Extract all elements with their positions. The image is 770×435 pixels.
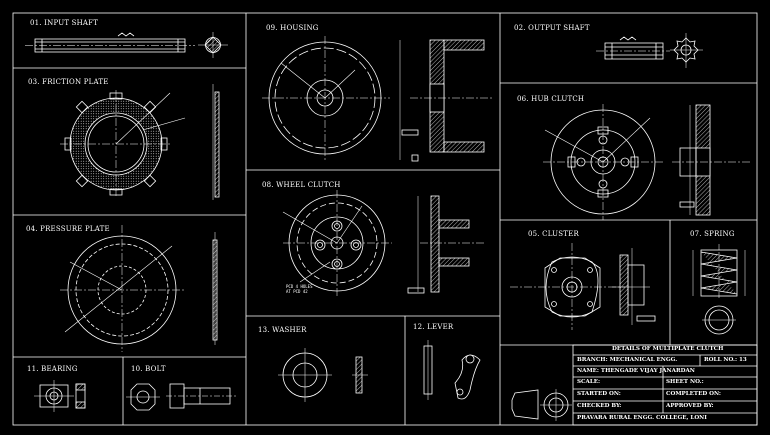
title-block-title: DETAILS OF MULTIPLATE CLUTCH bbox=[612, 346, 724, 352]
label-lever: 12. LEVER bbox=[413, 323, 454, 331]
label-output-shaft: 02. OUTPUT SHAFT bbox=[514, 24, 590, 32]
hub-clutch-drawing bbox=[543, 104, 752, 220]
label-pressure-plate: 04. PRESSURE PLATE bbox=[26, 225, 110, 233]
housing-drawing bbox=[262, 36, 492, 162]
input-shaft-drawing bbox=[25, 32, 228, 58]
friction-plate-drawing bbox=[60, 84, 220, 200]
spring-drawing bbox=[692, 244, 746, 335]
label-friction-plate: 03. FRICTION PLATE bbox=[28, 78, 109, 86]
label-cluster: 05. CLUSTER bbox=[528, 230, 579, 238]
title-block-college: PRAVARA RURAL ENGG. COLLEGE, LONI bbox=[577, 415, 707, 421]
title-block-roll: ROLL NO.: 13 bbox=[704, 357, 747, 363]
holes-note-line2: AT PCD 42 bbox=[286, 289, 308, 294]
title-block-started: STARTED ON: bbox=[577, 391, 621, 397]
label-housing: 09. HOUSING bbox=[266, 24, 319, 32]
bearing-drawing bbox=[34, 380, 86, 412]
holes-note-line1: PCD 4 HOLES bbox=[286, 284, 313, 289]
title-block-branch: BRANCH: MECHANICAL ENGG. bbox=[577, 357, 678, 363]
bolt-drawing bbox=[126, 383, 236, 411]
wheel-clutch-drawing bbox=[282, 190, 485, 296]
title-block-completed: COMPLETED ON: bbox=[666, 391, 721, 397]
pressure-plate-drawing bbox=[60, 225, 218, 352]
label-input-shaft: 01. INPUT SHAFT bbox=[30, 19, 99, 27]
washer-drawing bbox=[278, 348, 368, 402]
title-block-name: NAME: THENGADE VIJAY JANARDAN bbox=[577, 368, 695, 374]
cluster-drawing bbox=[510, 243, 656, 330]
title-block-checked: CHECKED BY: bbox=[577, 403, 622, 409]
title-block-scale: SCALE: bbox=[577, 379, 601, 385]
sheet-border bbox=[12, 12, 758, 426]
title-block-approved: APPROVED BY: bbox=[666, 403, 714, 409]
label-hub-clutch: 06. HUB CLUTCH bbox=[517, 95, 585, 103]
label-bearing: 11. BEARING bbox=[27, 365, 78, 373]
label-spring: 07. SPRING bbox=[690, 230, 735, 238]
label-wheel-clutch: 08. WHEEL CLUTCH bbox=[262, 181, 341, 189]
output-shaft-drawing bbox=[596, 33, 703, 68]
label-bolt: 10. BOLT bbox=[131, 365, 166, 373]
label-washer: 13. WASHER bbox=[258, 326, 307, 334]
title-block-lines bbox=[572, 344, 758, 426]
title-tool-drawing bbox=[511, 389, 572, 421]
lever-drawing bbox=[423, 340, 481, 400]
title-block-sheet: SHEET NO.: bbox=[666, 379, 704, 385]
